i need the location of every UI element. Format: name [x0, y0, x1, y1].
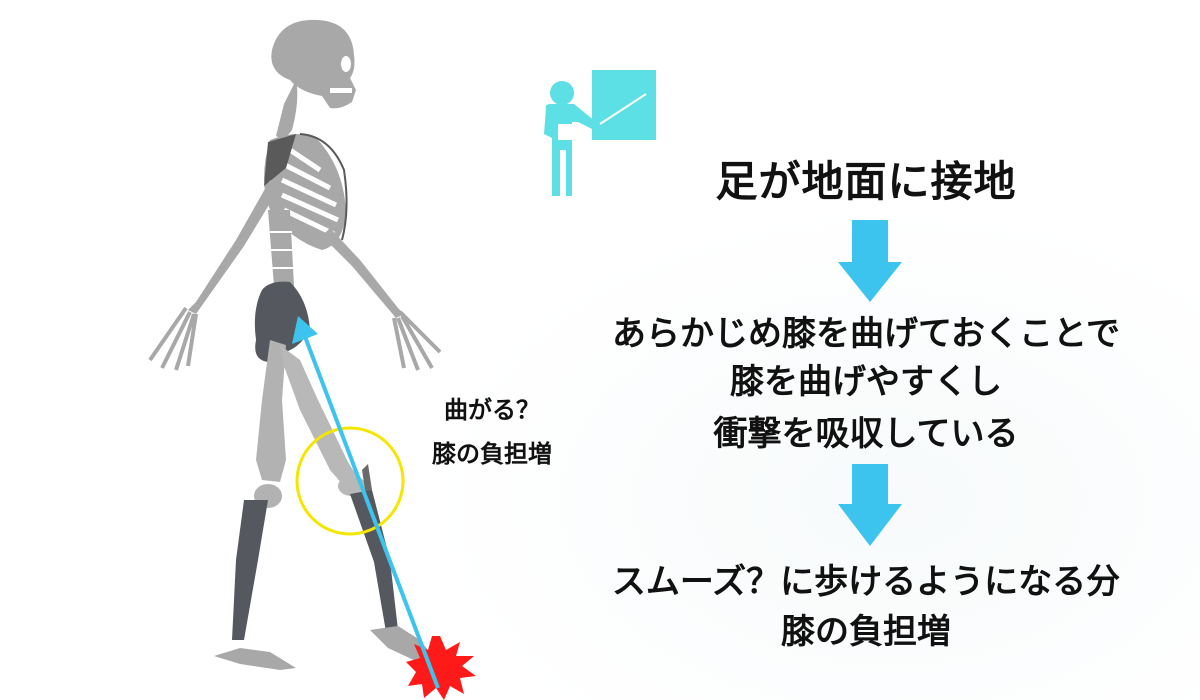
flow-step-3-line-2: 膝の負担増	[781, 612, 951, 652]
flow-step-2-line-3: 衝撃を吸収している	[713, 414, 1019, 454]
knee-annotation-line-1: 曲がる？	[444, 396, 540, 424]
flow-step-3-line-1: スムーズ？に歩けるようになる分	[611, 562, 1121, 602]
skeleton-figure	[148, 19, 442, 670]
presenter-with-board-icon	[544, 70, 656, 196]
flow-step-2-line-1: あらかじめ膝を曲げておくことで	[612, 314, 1120, 354]
circle-highlight-icon	[295, 426, 405, 536]
knee-annotation-line-2: 膝の負担増	[432, 440, 552, 468]
force-arrow-icon	[292, 316, 440, 689]
down-arrow-icon	[838, 464, 902, 546]
impact-burst-icon	[406, 636, 476, 700]
flow-step-1: 足が地面に接地	[715, 157, 1017, 206]
down-arrow-icon	[838, 220, 902, 302]
flow-step-2-line-2: 膝を曲げやすくし	[730, 362, 1002, 402]
background-gradient	[420, 200, 1200, 700]
